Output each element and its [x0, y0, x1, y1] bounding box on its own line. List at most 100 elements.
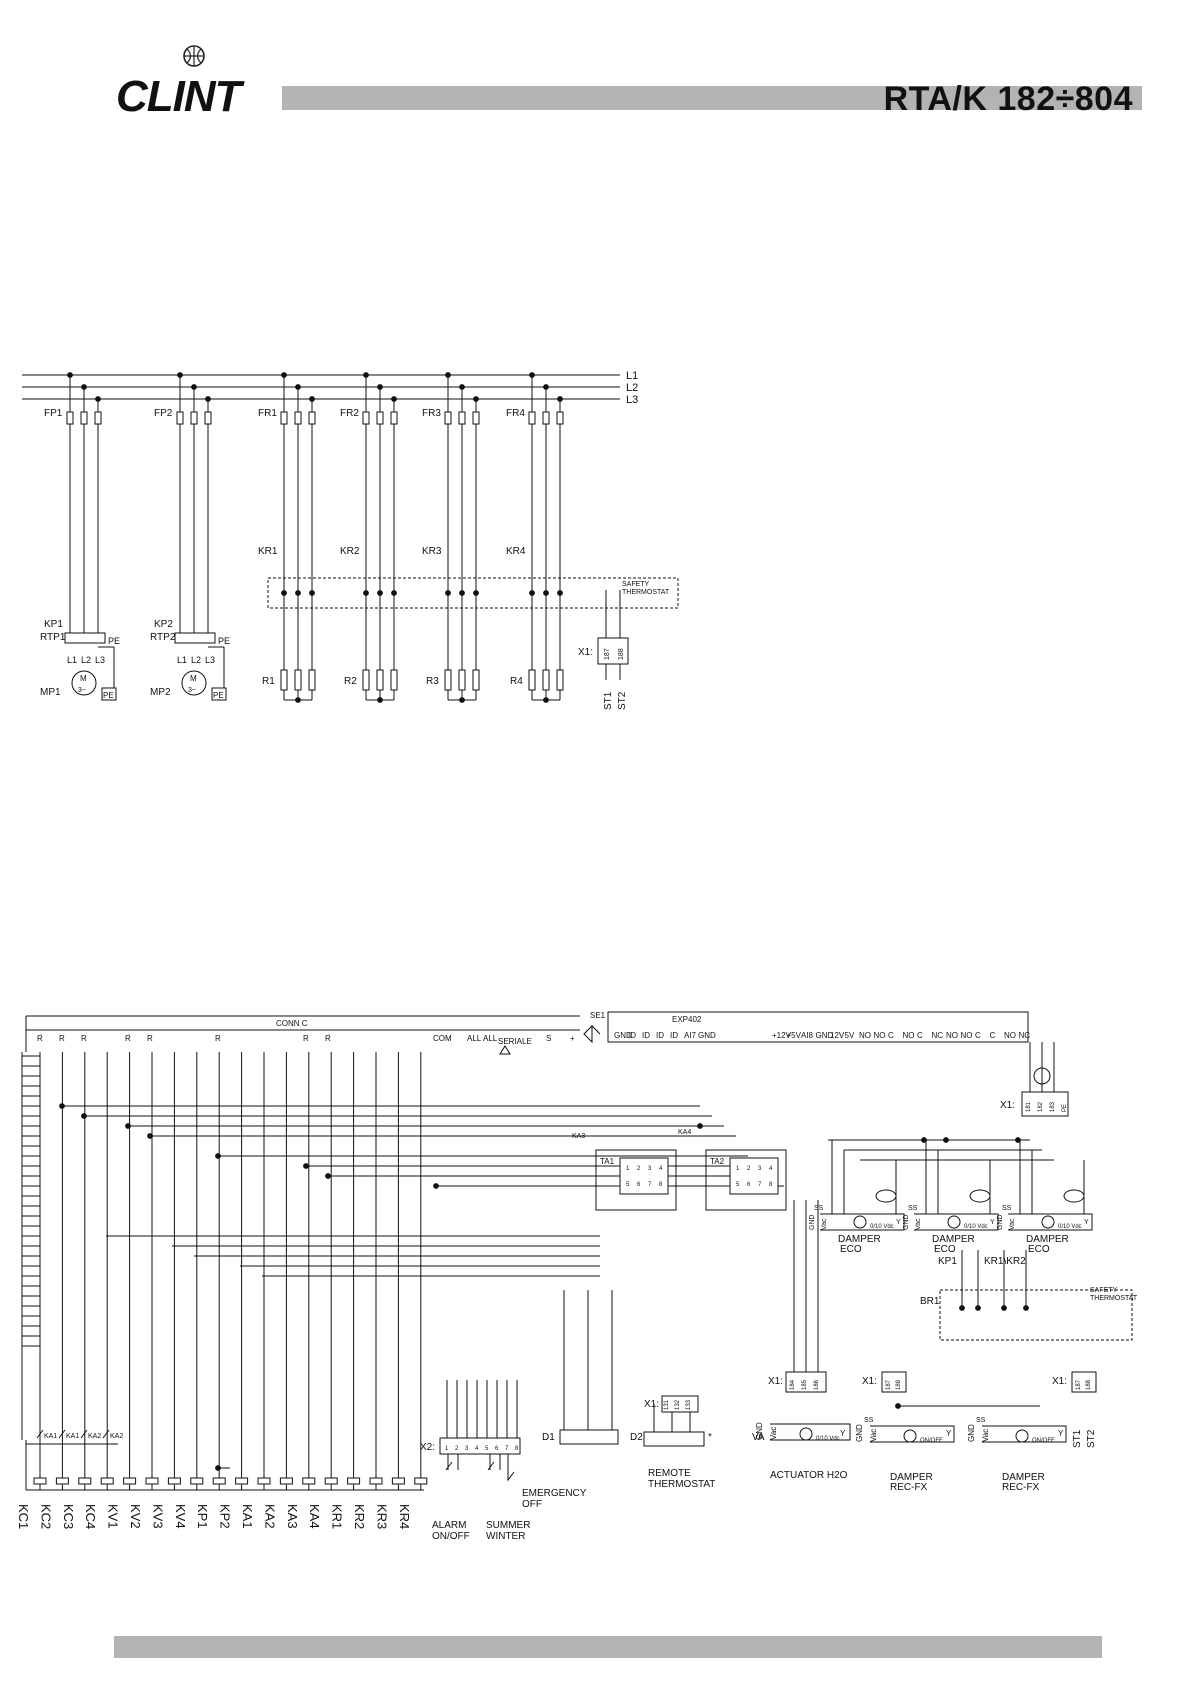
x2-pin: 8	[515, 1446, 519, 1452]
motor-symbol-label: M	[190, 674, 197, 683]
damper-pin: GND	[809, 1214, 816, 1230]
x1-top-terminal	[1021, 1091, 1069, 1117]
damper-box	[820, 1213, 905, 1231]
expansion-pin: +12V	[772, 1031, 792, 1040]
contact-label: KA2	[88, 1433, 101, 1440]
cable-gland-icon	[875, 1189, 897, 1203]
connector-pin: R	[37, 1034, 43, 1043]
ta1-pin: 6	[637, 1182, 641, 1188]
d1-terminal	[559, 1429, 619, 1445]
damper-box	[1008, 1213, 1093, 1231]
ta1-pin: 5	[626, 1182, 630, 1188]
relay-coil	[78, 1477, 92, 1485]
serial-pin: +	[570, 1034, 575, 1043]
contact-icon	[36, 1429, 44, 1439]
resistor-symbol	[308, 669, 316, 691]
motor-symbol	[71, 670, 97, 696]
expansion-pin: 5V	[845, 1031, 855, 1040]
br1-label: BR1	[920, 1296, 940, 1307]
phase-label: L1	[67, 655, 77, 665]
rec-pin: 187	[1076, 1379, 1082, 1390]
contactor-label: KP1	[44, 619, 63, 630]
va-label: VA	[752, 1432, 765, 1443]
junction-dot	[295, 590, 301, 596]
fuse-label: FP2	[154, 408, 173, 419]
star-label: *	[708, 1432, 712, 1443]
junction-dot	[445, 590, 451, 596]
relay-coil	[212, 1477, 226, 1485]
contactor-label: KR3	[422, 546, 442, 557]
emergency-switch-icon	[507, 1454, 515, 1482]
ta1-pin: 1	[626, 1166, 630, 1172]
damper-type: ECO	[1028, 1244, 1050, 1255]
relay-label: KV4	[173, 1504, 188, 1529]
connector-pin: R	[303, 1034, 309, 1043]
fuse-label: FR2	[340, 408, 359, 419]
expansion-pin: +5V	[787, 1031, 802, 1040]
relay-label: KV1	[106, 1504, 121, 1529]
relay-label: KV2	[128, 1504, 143, 1529]
motor-symbol-label: 3~	[188, 687, 196, 694]
expansion-pin: C	[990, 1031, 996, 1040]
resistor-label: R4	[510, 676, 523, 687]
contact-label: KA1	[66, 1433, 79, 1440]
fuse-symbol	[294, 411, 302, 425]
bus-line-label: L3	[626, 394, 638, 406]
relay-coil	[391, 1477, 405, 1485]
rec-pin-label: Vac	[869, 1429, 878, 1442]
x1-mid-pin: 131	[664, 1399, 670, 1410]
resistor-symbol	[458, 669, 466, 691]
bus-line-label: L2	[626, 382, 638, 394]
ss-label: SS	[864, 1417, 874, 1424]
relay-label: KA4	[307, 1504, 322, 1529]
fuse-symbol	[556, 411, 564, 425]
x2-pin: 4	[475, 1446, 479, 1452]
rec-x1-label: X1:	[1052, 1376, 1067, 1387]
contact-icon	[58, 1429, 66, 1439]
contactor-label: KR2	[340, 546, 360, 557]
relay-label: KA3	[285, 1504, 300, 1529]
pe-terminal	[211, 687, 227, 701]
junction-dot	[975, 1305, 981, 1311]
connector-pin: R	[147, 1034, 153, 1043]
relay-label: KA2	[262, 1504, 277, 1529]
contactor-label: KP2	[154, 619, 173, 630]
expansion-pin: GND	[614, 1031, 632, 1040]
damper-motor-icon	[1041, 1215, 1055, 1229]
fuse-symbol	[528, 411, 536, 425]
junction-dot	[309, 590, 315, 596]
damper-pin: Vac	[1009, 1218, 1016, 1230]
expansion-pin: AI8	[801, 1031, 814, 1040]
safety-thermostat-label: SAFETY	[622, 581, 650, 588]
x1-top-pin: 182	[1038, 1101, 1044, 1112]
x2-pin: 1	[445, 1446, 449, 1452]
ss-label: SS	[976, 1417, 986, 1424]
fuse-symbol	[80, 411, 88, 425]
serial-arrow-icon	[499, 1045, 511, 1055]
expansion-pin: AI7	[684, 1031, 697, 1040]
ss-label: SS	[908, 1205, 918, 1212]
terminal-label: X1:	[578, 647, 593, 658]
remote-label: THERMOSTAT	[648, 1479, 715, 1490]
serial-label: SERIALE	[498, 1037, 532, 1046]
expansion-pin: C	[975, 1031, 981, 1040]
pe-terminal	[101, 687, 117, 701]
actuator-pin: 185	[802, 1379, 808, 1390]
rec-type: REC-FX	[1002, 1482, 1040, 1493]
relay-label: KC2	[38, 1504, 53, 1529]
expansion-pin: ID	[628, 1031, 636, 1040]
basketball-logo-icon	[183, 45, 205, 67]
ta1-pin: 2	[637, 1166, 641, 1172]
junction-dot	[1001, 1305, 1007, 1311]
damper-pin: Vac	[821, 1218, 828, 1230]
ta2-pin: 2	[747, 1166, 751, 1172]
se1-label: SE1	[590, 1011, 606, 1020]
x1-mid-pin: 132	[675, 1399, 681, 1410]
overload-relay-box	[64, 632, 106, 644]
fuse-symbol	[204, 411, 212, 425]
fuse-symbol	[390, 411, 398, 425]
resistor-symbol	[294, 669, 302, 691]
resistor-label: R2	[344, 676, 357, 687]
expansion-pin: NC	[932, 1031, 944, 1040]
